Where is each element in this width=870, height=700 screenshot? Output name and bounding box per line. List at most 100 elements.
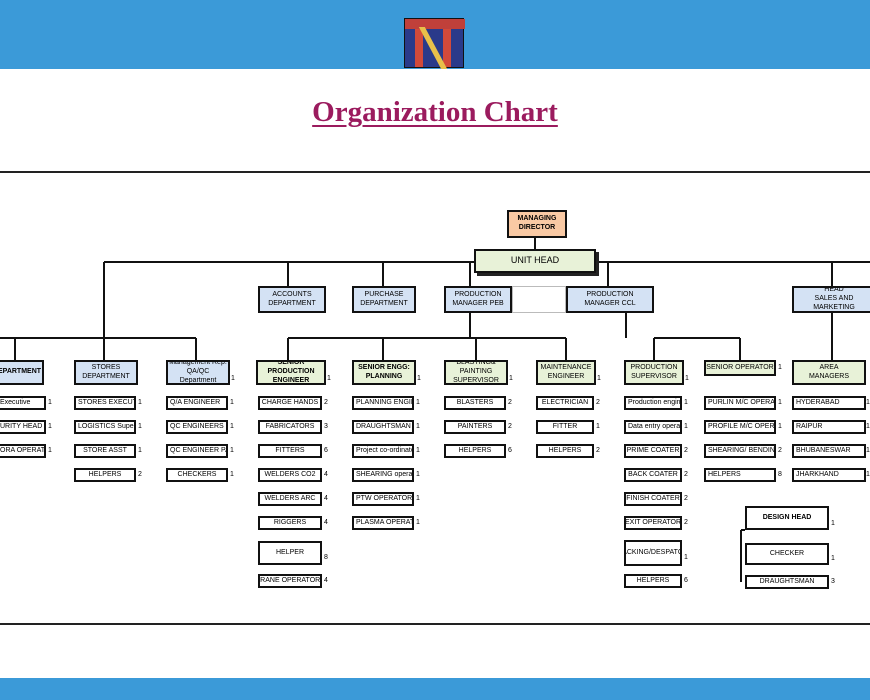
list-item: FINISH COATER <box>624 492 682 506</box>
item-count: 1 <box>684 423 688 430</box>
item-count: 1 <box>138 447 142 454</box>
unit-head-box: UNIT HEAD <box>474 249 596 273</box>
list-item: WELDERS CO2 <box>258 468 322 482</box>
area-managers-box: AREA MANAGERS <box>792 360 866 385</box>
list-item: HELPERS <box>444 444 506 458</box>
item-count: 1 <box>684 554 688 561</box>
senior-engg-planning-box: SENIOR ENGG: PLANNING <box>352 360 416 385</box>
blasting-painting-supervisor-count: 1 <box>509 375 513 382</box>
list-item: ELECTRICIAN <box>536 396 594 410</box>
list-item: URITY HEAD <box>0 420 46 434</box>
maintenance-engineer-box: MAINTENANCE ENGINEER <box>536 360 596 385</box>
list-item: STORES EXECUTIVE <box>74 396 136 410</box>
item-count: 2 <box>596 399 600 406</box>
item-count: 1 <box>416 399 420 406</box>
design-head-box: DESIGN HEAD <box>745 506 829 530</box>
department-box: DEPARTMENT <box>0 360 44 385</box>
item-count: 1 <box>831 555 835 562</box>
maintenance-engineer-count: 1 <box>597 375 601 382</box>
item-count: 2 <box>684 519 688 526</box>
item-count: 3 <box>324 423 328 430</box>
list-item: Production engineer <box>624 396 682 410</box>
list-item: CHECKERS <box>166 468 228 482</box>
list-item: EXIT OPERATOR <box>624 516 682 530</box>
list-item: STORE ASST <box>74 444 136 458</box>
item-count: 1 <box>866 399 870 406</box>
list-item: HELPERS <box>536 444 594 458</box>
item-count: 1 <box>778 399 782 406</box>
item-count: 1 <box>230 399 234 406</box>
bottom-banner <box>0 678 870 700</box>
item-count: 1 <box>138 399 142 406</box>
list-item: BLASTERS <box>444 396 506 410</box>
item-count: 1 <box>416 495 420 502</box>
head-sales-marketing-box: HEAD SALES AND MARKETING <box>792 286 870 313</box>
item-count: 1 <box>416 447 420 454</box>
list-item: Project co-ordinator <box>352 444 414 458</box>
list-item: PROFILE M/C OPERATOR <box>704 420 776 434</box>
item-count: 1 <box>230 447 234 454</box>
item-count: 1 <box>48 423 52 430</box>
draughtsman-box: DRAUGHTSMAN <box>745 575 829 589</box>
item-count: 2 <box>684 471 688 478</box>
list-item: Executive <box>0 396 46 410</box>
senior-production-engineer-count: 1 <box>327 375 331 382</box>
item-count: 6 <box>508 447 512 454</box>
list-item: SHEARING/ BENDING <box>704 444 776 458</box>
item-count: 6 <box>684 577 688 584</box>
list-item: RIGGERS <box>258 516 322 530</box>
list-item: PAINTERS <box>444 420 506 434</box>
item-count: 4 <box>324 577 328 584</box>
list-item: QC ENGINEERS FAB <box>166 420 228 434</box>
checker-box: CHECKER <box>745 543 829 565</box>
list-item: PLANNING ENGINEER <box>352 396 414 410</box>
qa-qc-count: 1 <box>231 375 235 382</box>
list-item: PTW OPERATOR <box>352 492 414 506</box>
item-count: 2 <box>684 447 688 454</box>
item-count: 3 <box>831 578 835 585</box>
list-item: CRANE OPERATORS <box>258 574 322 588</box>
list-item: LOGISTICS Supervisor <box>74 420 136 434</box>
list-item: HYDERABAD <box>792 396 866 410</box>
page-title: Organization Chart <box>312 96 558 128</box>
list-item: FABRICATORS <box>258 420 322 434</box>
company-logo <box>404 18 465 69</box>
item-count: 4 <box>324 471 328 478</box>
list-item: HELPERS <box>624 574 682 588</box>
item-count: 1 <box>230 471 234 478</box>
item-count: 1 <box>684 399 688 406</box>
list-item: CHARGE HANDS <box>258 396 322 410</box>
item-count: 2 <box>324 399 328 406</box>
blank-box <box>512 286 566 313</box>
purchase-department-box: PURCHASE DEPARTMENT <box>352 286 416 313</box>
item-count: 1 <box>831 520 835 527</box>
item-count: 6 <box>324 447 328 454</box>
list-item: FITTERS <box>258 444 322 458</box>
item-count: 2 <box>508 399 512 406</box>
item-count: 8 <box>324 554 328 561</box>
list-item: BHUBANESWAR <box>792 444 866 458</box>
managing-director-box: MANAGING DIRECTOR <box>507 210 567 238</box>
senior-operator-box: SENIOR OPERATOR <box>704 360 776 376</box>
list-item: WELDERS ARC <box>258 492 322 506</box>
list-item: HELPERS <box>74 468 136 482</box>
list-item: PRIME COATER <box>624 444 682 458</box>
list-item: PURLIN M/C OPERATOR <box>704 396 776 410</box>
list-item: ORA OPERATOR <box>0 444 46 458</box>
accounts-department-box: ACCOUNTS DEPARTMENT <box>258 286 326 313</box>
stores-department-box: STORES DEPARTMENT <box>74 360 138 385</box>
item-count: 8 <box>778 471 782 478</box>
list-item: Data entry operator <box>624 420 682 434</box>
item-count: 1 <box>48 447 52 454</box>
list-item: DRAUGHTSMAN <box>352 420 414 434</box>
frame-top-line <box>0 171 870 173</box>
senior-production-engineer-box: SENIOR PRODUCTION ENGINEER <box>256 360 326 385</box>
item-count: 1 <box>416 471 420 478</box>
list-item: SHEARING operator <box>352 468 414 482</box>
list-item: BACK COATER <box>624 468 682 482</box>
item-count: 1 <box>416 519 420 526</box>
item-count: 1 <box>416 423 420 430</box>
list-item: FITTER <box>536 420 594 434</box>
item-count: 2 <box>508 423 512 430</box>
